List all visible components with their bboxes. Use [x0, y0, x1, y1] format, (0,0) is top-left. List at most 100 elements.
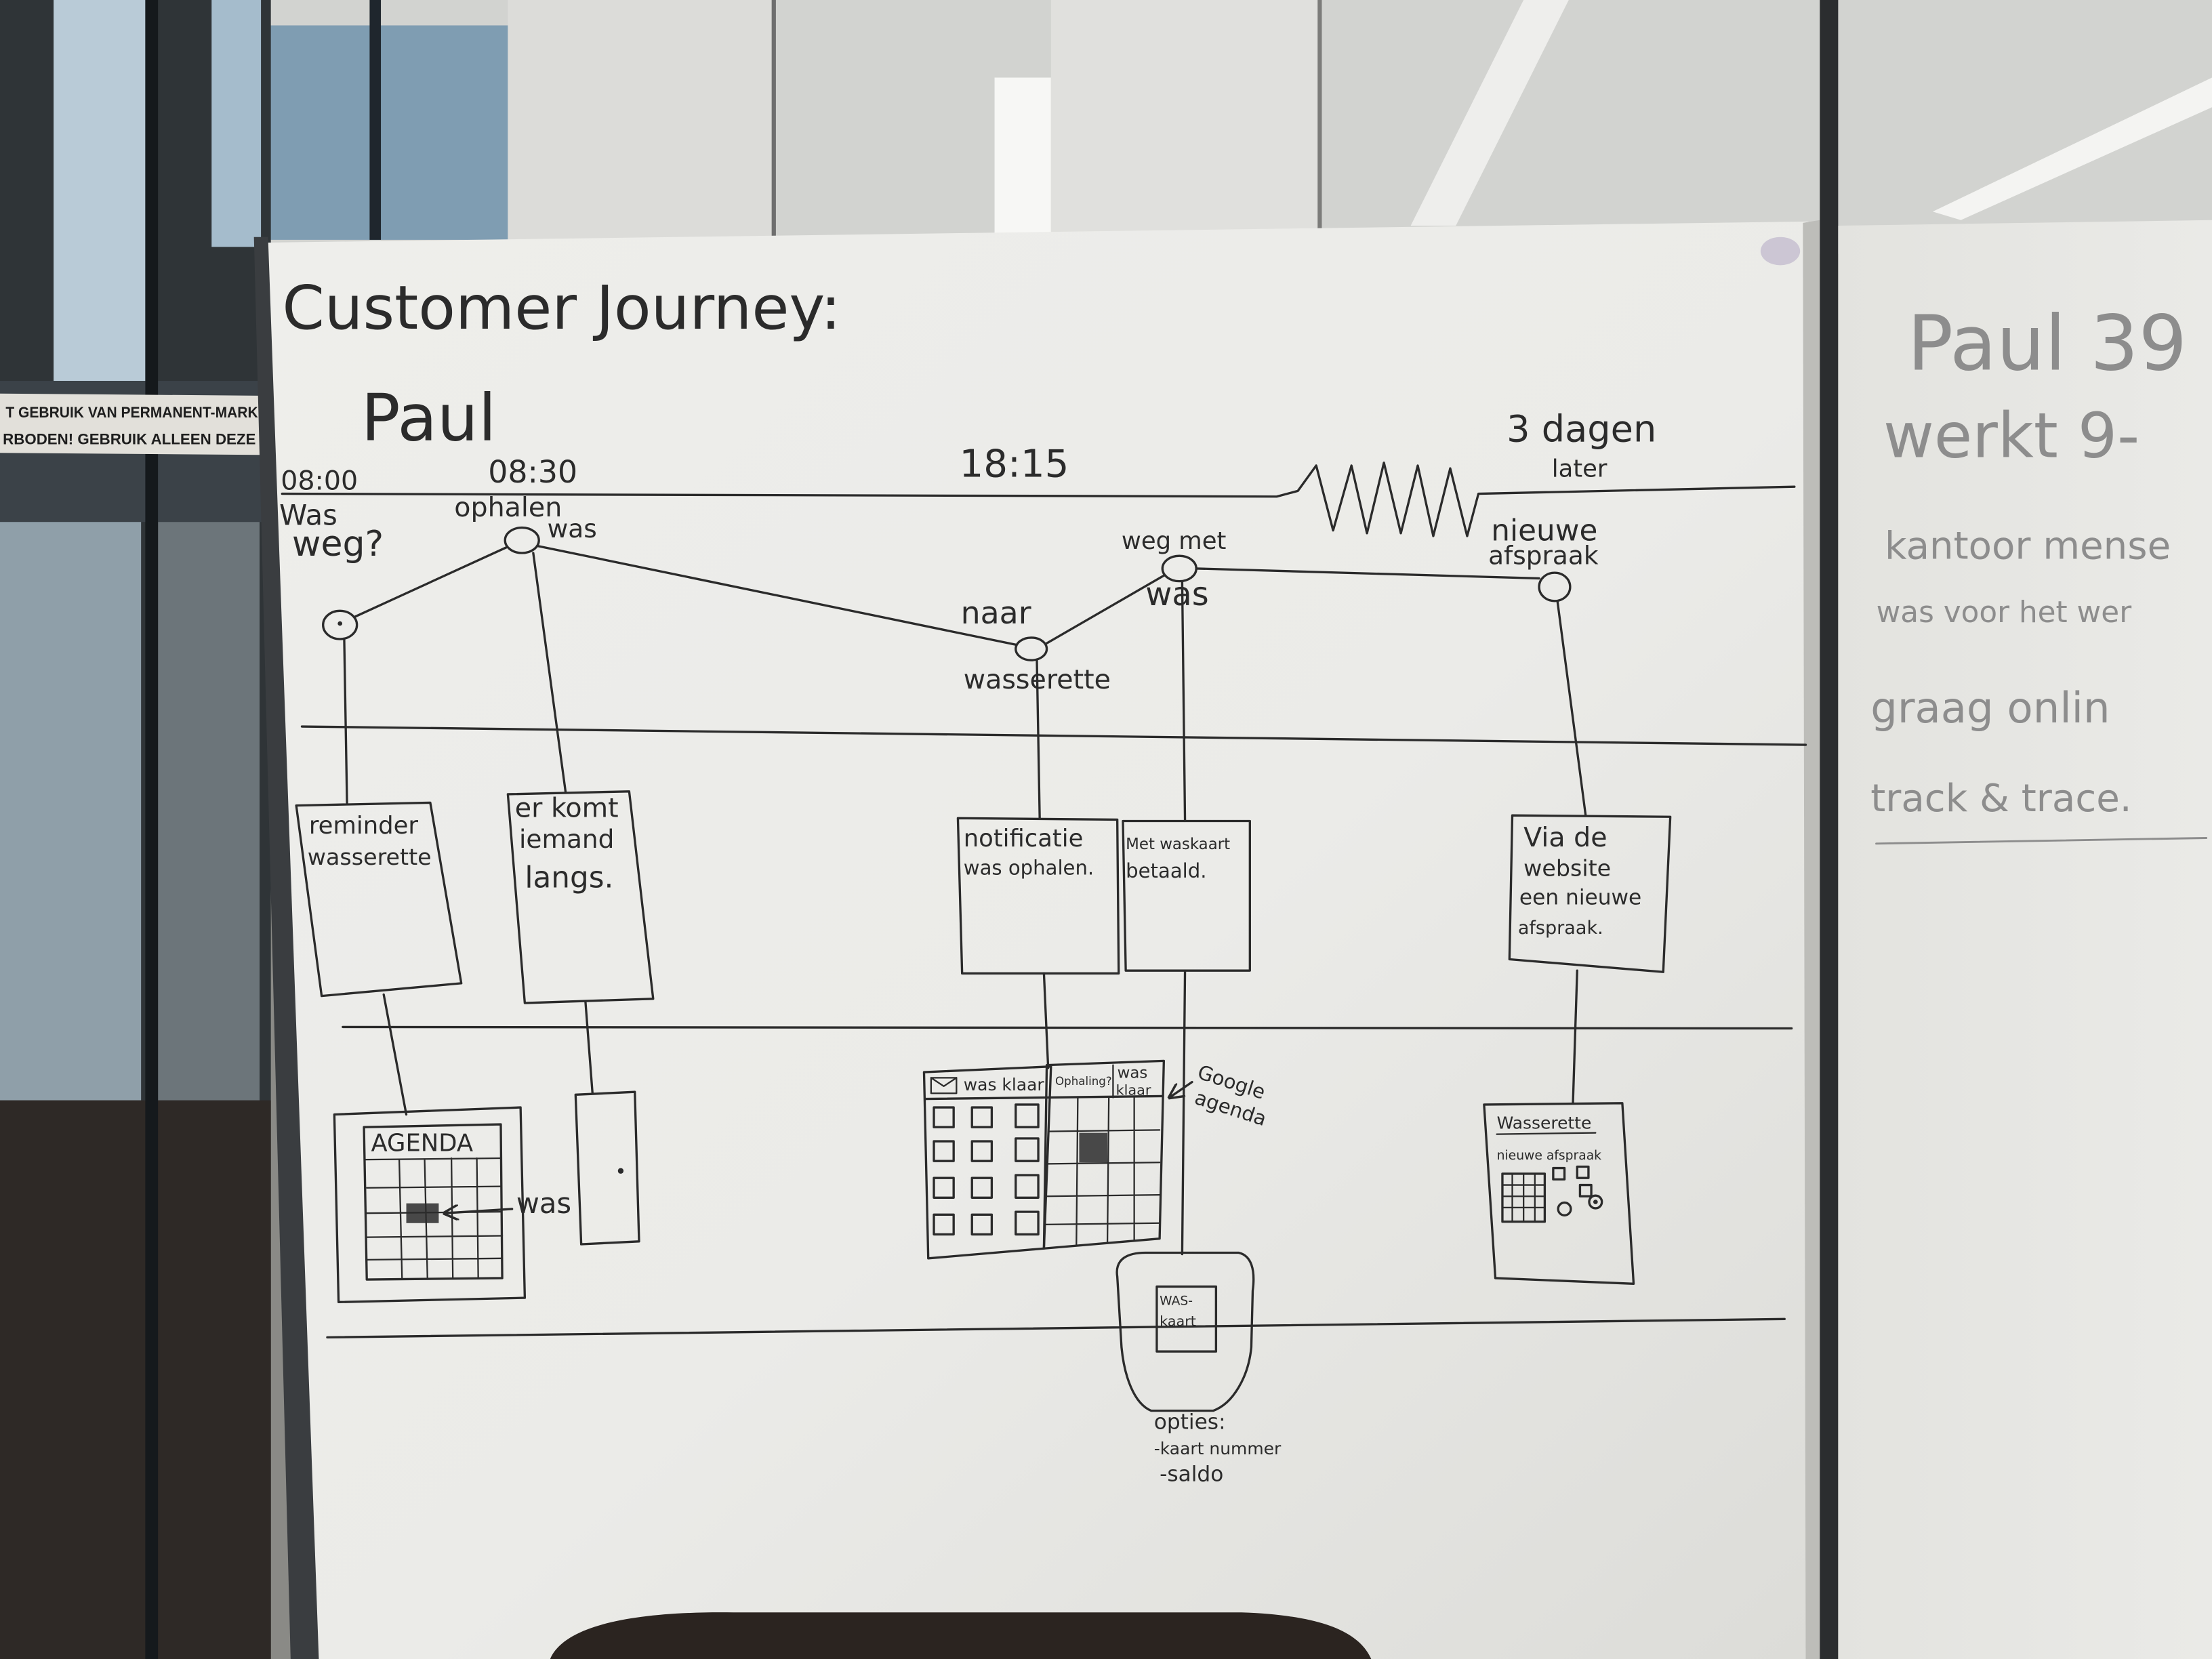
touchpoint-text: website [1523, 855, 1611, 882]
app-sketch: was klaar Ophaling? was klaar [922, 1059, 1269, 1260]
step-label: was [548, 514, 597, 544]
ceiling-light-tube [1932, 77, 2212, 220]
app-screen-2-header: klaar [1116, 1082, 1151, 1098]
journey-node [504, 526, 540, 554]
website-slot [1578, 1183, 1593, 1197]
light-beam [1410, 0, 1569, 226]
sticker-line-1: T GEBRUIK VAN PERMANENT-MARKERS IS [5, 404, 304, 421]
diagram-title: Customer Journey: [282, 273, 841, 344]
app-icon-grid [933, 1103, 1040, 1236]
touchpoint-box [506, 790, 655, 1004]
side-note: was voor het wer [1877, 595, 2132, 630]
app-icon [933, 1176, 955, 1199]
touchpoint-text: notificatie [964, 825, 1084, 853]
marker-smudge [1760, 237, 1801, 266]
website-radio [1588, 1194, 1603, 1210]
customer-journey-diagram: Customer Journey: Paul 08:00 08:30 18:15… [279, 273, 1807, 1487]
card-options-title: opties: [1154, 1410, 1226, 1435]
step-label: weg? [292, 524, 384, 565]
envelope-icon [930, 1077, 958, 1094]
touchpoint-text: betaald. [1126, 859, 1206, 882]
touchpoint-link [343, 638, 348, 806]
journey-node [1015, 636, 1048, 661]
touchpoint-text: Met waskaart [1126, 836, 1230, 853]
agenda-arrow [445, 1209, 514, 1213]
wash-card [1155, 1285, 1218, 1353]
touchpoint-box [1508, 814, 1672, 973]
website-slot [1576, 1165, 1590, 1179]
journey-node [322, 609, 359, 640]
side-note: werkt 9- [1883, 399, 2139, 472]
door-outline [574, 1090, 640, 1246]
app-icon [970, 1176, 994, 1199]
time-label: 18:15 [960, 443, 1069, 487]
touchpoint-box [956, 817, 1120, 975]
agenda-arrow-label: was [516, 1187, 571, 1220]
side-board-notes: Paul 39 werkt 9- kantoor mense was voor … [1870, 299, 2208, 845]
app-screen-2-header: was [1118, 1064, 1148, 1082]
hand-outline [1115, 1251, 1255, 1412]
ceiling-panel [1050, 0, 1319, 233]
board-gap [1820, 0, 1839, 1659]
journey-node [1538, 571, 1572, 602]
agenda-frame [333, 1106, 527, 1304]
app-icon [933, 1213, 955, 1236]
side-note: graag onlin [1870, 683, 2110, 733]
touchpoint-text: was ophalen. [964, 857, 1094, 880]
artifact-link [584, 1000, 594, 1094]
journey-connector [536, 544, 1017, 646]
time-label: 08:30 [488, 453, 577, 490]
touchpoint-text: langs. [525, 860, 613, 895]
website-calendar-grid [1501, 1172, 1546, 1223]
ceiling-panel [508, 0, 773, 240]
touchpoint-website: Via de website een nieuwe afspraak. [1508, 814, 1672, 973]
swimlane-divider [326, 1317, 1786, 1339]
app-screen-2-question: Ophaling? [1055, 1075, 1112, 1088]
artifact-link [1042, 972, 1050, 1069]
step-label: ophalen [454, 492, 562, 523]
persona-name: Paul [361, 380, 496, 455]
door-sketch [574, 1090, 640, 1246]
app-icon [933, 1140, 955, 1162]
wash-card-sketch: WAS- kaart opties: -kaart nummer -saldo [1115, 1251, 1282, 1487]
floor [0, 1100, 271, 1659]
agenda-sketch: AGENDA was [333, 1106, 571, 1304]
app-notification-header: was klaar [964, 1075, 1045, 1094]
ceiling-mullion [771, 0, 776, 240]
touchpoint-text: iemand [519, 824, 614, 854]
app-icon [1015, 1174, 1040, 1199]
artifact-link [382, 993, 408, 1116]
window-top-left [268, 25, 508, 240]
journey-connector [1045, 574, 1166, 644]
app-calendar-grid [1044, 1097, 1161, 1247]
door-handle [617, 1168, 624, 1174]
ceiling-light [994, 77, 1051, 236]
touchpoint-payment: Met waskaart betaald. [1122, 819, 1251, 972]
website-frame [1483, 1102, 1635, 1285]
touchpoint-text: afspraak. [1518, 918, 1603, 939]
window-pole [145, 0, 159, 1659]
touchpoint-link [1036, 659, 1041, 820]
website-slot [1552, 1166, 1566, 1181]
time-label-later: 3 dagen [1507, 408, 1656, 451]
envelope-flap [930, 1077, 958, 1088]
app-icon [1015, 1103, 1040, 1128]
main-whiteboard [265, 221, 1818, 1659]
app-icon [970, 1213, 994, 1236]
touchpoint-text: er komt [515, 792, 619, 823]
side-whiteboard [1838, 220, 2212, 1659]
touchpoint-reminder: reminder wasserette [295, 801, 463, 998]
side-note: Paul 39 [1907, 299, 2187, 388]
website-sketch: Wasserette nieuwe afspraak [1483, 1102, 1635, 1285]
app-icon [1015, 1210, 1040, 1236]
window-mullion [369, 0, 382, 240]
step-label: weg met [1122, 527, 1227, 555]
step-label: naar [961, 594, 1031, 631]
touchpoint-visit: er komt iemand langs. [506, 790, 655, 1004]
swimlane-divider [300, 725, 1807, 746]
app-icon [970, 1140, 994, 1162]
touchpoint-link [1556, 600, 1587, 817]
step-label: nieuwe [1491, 513, 1597, 548]
sky-reflection [54, 0, 146, 382]
